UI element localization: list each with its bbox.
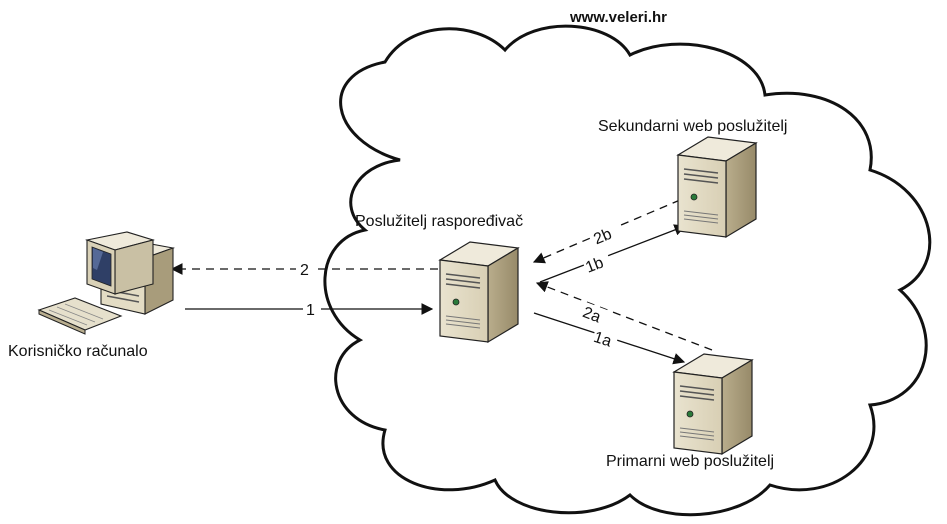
primary-server-icon [673, 353, 753, 455]
edge-1b-arrow [539, 224, 687, 283]
cloud-title: www.veleri.hr [569, 9, 667, 26]
dispatcher-server-icon [439, 241, 519, 343]
edge-2b-label: 2b [591, 226, 614, 249]
edge-2-label: 2 [300, 262, 309, 279]
primary-label: Primarni web poslužitelj [606, 453, 774, 470]
client-computer-icon [37, 231, 176, 335]
edge-2b-arrow [532, 199, 681, 264]
secondary-server-icon [677, 136, 757, 238]
cloud-shape [323, 24, 932, 517]
edge-2a-arrow [535, 281, 713, 351]
edge-1b-label: 1b [583, 254, 606, 276]
edge-1a-label: 1a [591, 329, 613, 351]
edge-1-label: 1 [306, 302, 315, 319]
secondary-label: Sekundarni web poslužitelj [598, 118, 787, 135]
dispatcher-label: Poslužitelj raspoređivač [355, 213, 523, 230]
edge-2a-label: 2a [580, 304, 603, 326]
client-label: Korisničko računalo [8, 343, 148, 360]
